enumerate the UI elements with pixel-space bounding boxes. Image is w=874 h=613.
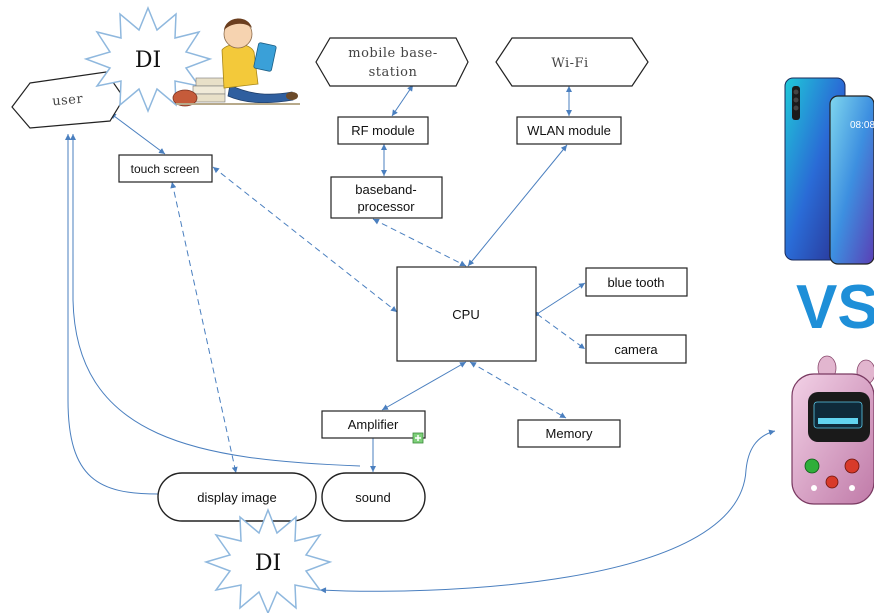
baseband-label-line1: baseband- [355, 182, 416, 197]
wifi-node: Wi-Fi [495, 37, 649, 87]
blue-tooth-label: blue tooth [607, 275, 664, 290]
mobile-base-station-label-line2: station [369, 65, 418, 80]
mobile-base-station-label-line1: mobile base- [348, 46, 437, 61]
user-label: user [52, 92, 84, 110]
svg-text:08:08: 08:08 [850, 120, 874, 131]
di-bottom-label: DI [255, 551, 281, 576]
cpu-node: CPU [396, 266, 537, 362]
touch-screen-node: touch screen [118, 154, 213, 183]
display-image-label: display image [197, 490, 277, 505]
rf-module-label: RF module [351, 123, 415, 138]
baseband-processor-node: baseband- processor [330, 176, 443, 219]
memory-node: Memory [517, 419, 621, 448]
mobile-base-station-node: mobile base- station [315, 37, 469, 87]
rf-module-node: RF module [337, 116, 429, 145]
baseband-label-line2: processor [357, 199, 415, 214]
sound-node: sound [321, 472, 426, 522]
connectors [65, 84, 776, 594]
smartphone-image: 08:08 [784, 77, 874, 265]
di-top-label: DI [135, 48, 161, 73]
sound-label: sound [355, 490, 390, 505]
cpu-label: CPU [452, 307, 479, 322]
boy-reading-tablet-image [172, 18, 300, 107]
amplifier-node: Amplifier [321, 410, 426, 444]
display-image-node: display image [157, 472, 317, 522]
camera-node: camera [585, 334, 687, 364]
touch-screen-label: touch screen [131, 162, 200, 176]
camera-label: camera [614, 342, 658, 357]
wifi-label: Wi-Fi [551, 56, 588, 71]
memory-label: Memory [546, 426, 593, 441]
di-badge-top: DI [83, 6, 213, 113]
user-node: user [11, 71, 125, 129]
amplifier-label: Amplifier [348, 417, 399, 432]
wlan-module-node: WLAN module [516, 116, 622, 145]
di-badge-bottom: DI [203, 507, 333, 613]
vs-label: VS [796, 273, 874, 342]
kids-feature-phone-image [791, 355, 874, 505]
blue-tooth-node: blue tooth [585, 267, 688, 297]
wlan-module-label: WLAN module [527, 123, 611, 138]
